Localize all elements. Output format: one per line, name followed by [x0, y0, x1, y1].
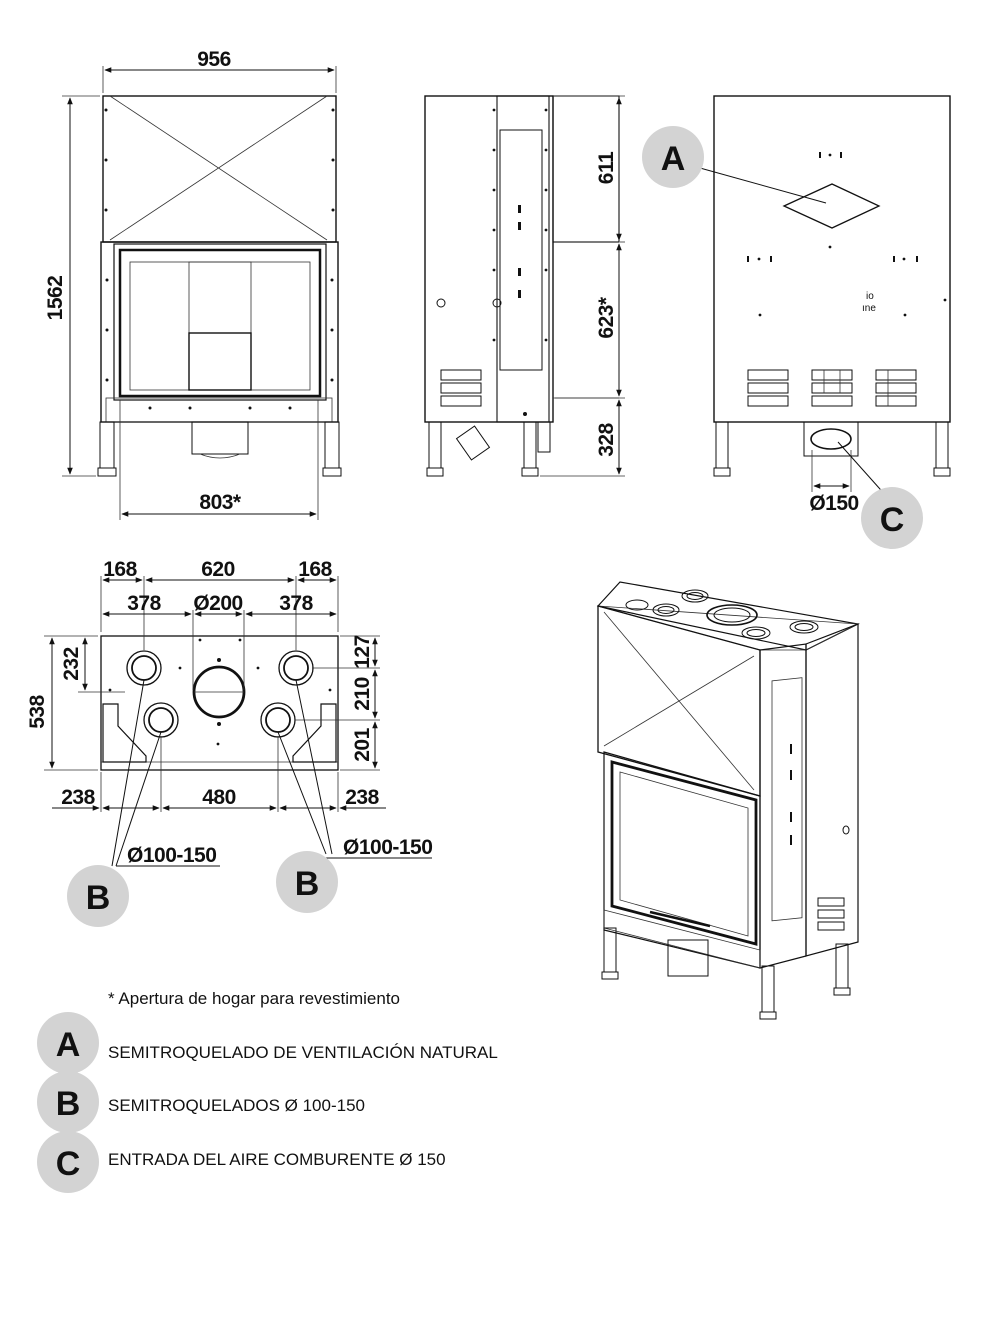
legend-note: * Apertura de hogar para revestimiento — [108, 989, 400, 1008]
svg-text:io: io — [866, 291, 874, 302]
side-view: 611 623* 328 — [424, 95, 625, 477]
top-dim-378-left: 378 — [127, 592, 161, 615]
back-view: io ıne Ø150 — [699, 95, 951, 515]
svg-text:B: B — [56, 1085, 81, 1123]
top-dim-378-right: 378 — [279, 592, 313, 615]
legend-badge-c — [37, 1131, 99, 1193]
top-dim-200: Ø200 — [193, 592, 242, 615]
front-width-dim: 956 — [197, 48, 231, 71]
top-dim-168-left: 168 — [103, 558, 137, 581]
top-dim-238-right: 238 — [345, 786, 379, 809]
top-dim-210: 210 — [351, 677, 374, 711]
side-dim-bottom: 328 — [595, 422, 618, 456]
side-dim-mid: 623* — [595, 296, 618, 339]
top-dim-620: 620 — [201, 558, 235, 581]
front-opening-dim: 803* — [199, 491, 242, 514]
badge-b-left: B — [67, 865, 129, 927]
legend-badge-b — [37, 1071, 99, 1133]
side-dim-top: 611 — [595, 151, 618, 184]
svg-text:A: A — [56, 1026, 81, 1064]
badge-b-right: B — [276, 851, 338, 913]
top-dim-168-right: 168 — [298, 558, 332, 581]
svg-text:B: B — [295, 865, 320, 903]
top-dim-127: 127 — [351, 635, 374, 669]
top-dim-232: 232 — [60, 647, 83, 681]
legend: * Apertura de hogar para revestimiento A… — [37, 989, 498, 1193]
legend-a-text: SEMITROQUELADO DE VENTILACIÓN NATURAL — [108, 1043, 498, 1062]
badge-c-back: C — [861, 487, 923, 549]
top-dim-201: 201 — [351, 727, 374, 761]
legend-b-text: SEMITROQUELADOS Ø 100-150 — [108, 1096, 365, 1115]
top-dim-538: 538 — [26, 694, 49, 728]
top-dim-238-left: 238 — [61, 786, 95, 809]
top-diam-left: Ø100-150 — [127, 844, 216, 867]
svg-text:C: C — [880, 501, 905, 539]
top-diam-right: Ø100-150 — [343, 836, 432, 859]
top-dim-480: 480 — [202, 786, 236, 809]
isometric-view — [596, 581, 860, 1020]
top-view: 168 620 168 378 Ø200 378 538 232 127 210… — [26, 558, 433, 867]
inlet-diameter-dim: Ø150 — [809, 492, 858, 515]
legend-c-text: ENTRADA DEL AIRE COMBURENTE Ø 150 — [108, 1150, 446, 1169]
badge-a-back: A — [642, 126, 704, 188]
svg-text:C: C — [56, 1145, 81, 1183]
front-height-dim: 1562 — [44, 276, 67, 321]
svg-text:B: B — [86, 879, 111, 917]
svg-text:ıne: ıne — [862, 303, 876, 314]
legend-badge-a — [37, 1012, 99, 1074]
front-view: 956 1562 803* — [44, 48, 342, 520]
svg-text:A: A — [661, 140, 686, 178]
